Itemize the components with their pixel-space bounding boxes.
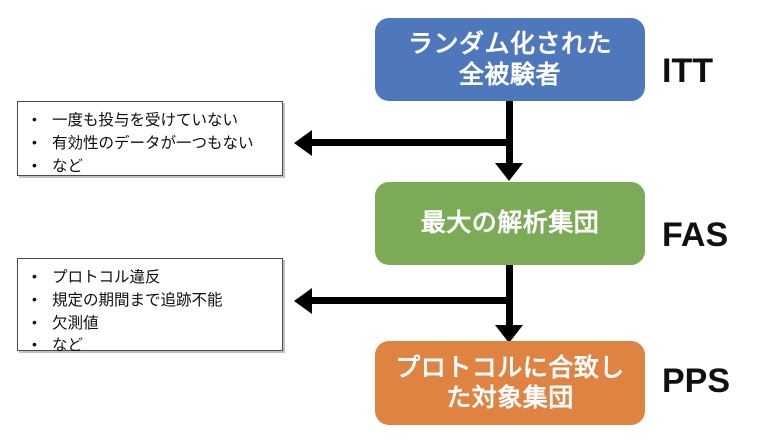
list-item: 欠測値 (26, 312, 276, 336)
population-box-pps: プロトコルに合致し た対象集団 (375, 341, 645, 425)
arrow-left-icon (294, 129, 312, 156)
arrow-left-icon (294, 287, 312, 314)
population-box-itt-label: ランダム化された 全被験者 (407, 30, 612, 89)
population-box-itt: ランダム化された 全被験者 (375, 18, 645, 101)
list-item: 規定の期間まで追跡不能 (26, 289, 276, 313)
connector-itt-exclusion (310, 139, 510, 146)
acronym-itt: ITT (662, 52, 713, 90)
exclusion-list-fas-to-pps: プロトコル違反 規定の期間まで追跡不能 欠測値 など (26, 266, 276, 358)
acronym-pps: PPS (662, 362, 731, 400)
population-box-fas-label: 最大の解析集団 (420, 209, 600, 238)
list-item: 一度も投与を受けていない (26, 109, 276, 133)
exclusion-list-itt-to-fas: 一度も投与を受けていない 有効性のデータが一つもない など (26, 109, 276, 179)
exclusion-box-fas-to-pps: プロトコル違反 規定の期間まで追跡不能 欠測値 など (17, 258, 283, 355)
arrow-down-icon (495, 325, 523, 343)
list-item: 有効性のデータが一つもない (26, 132, 276, 156)
population-box-pps-label: プロトコルに合致し た対象集団 (395, 353, 625, 413)
arrow-down-icon (495, 163, 523, 181)
population-box-fas: 最大の解析集団 (375, 182, 645, 265)
acronym-fas: FAS (662, 216, 729, 254)
connector-fas-to-pps (506, 264, 513, 326)
connector-fas-exclusion (310, 297, 510, 304)
list-item: など (26, 334, 276, 358)
exclusion-box-itt-to-fas: 一度も投与を受けていない 有効性のデータが一つもない など (17, 101, 283, 176)
list-item: など (26, 155, 276, 179)
list-item: プロトコル違反 (26, 266, 276, 290)
connector-itt-to-fas (506, 100, 513, 164)
